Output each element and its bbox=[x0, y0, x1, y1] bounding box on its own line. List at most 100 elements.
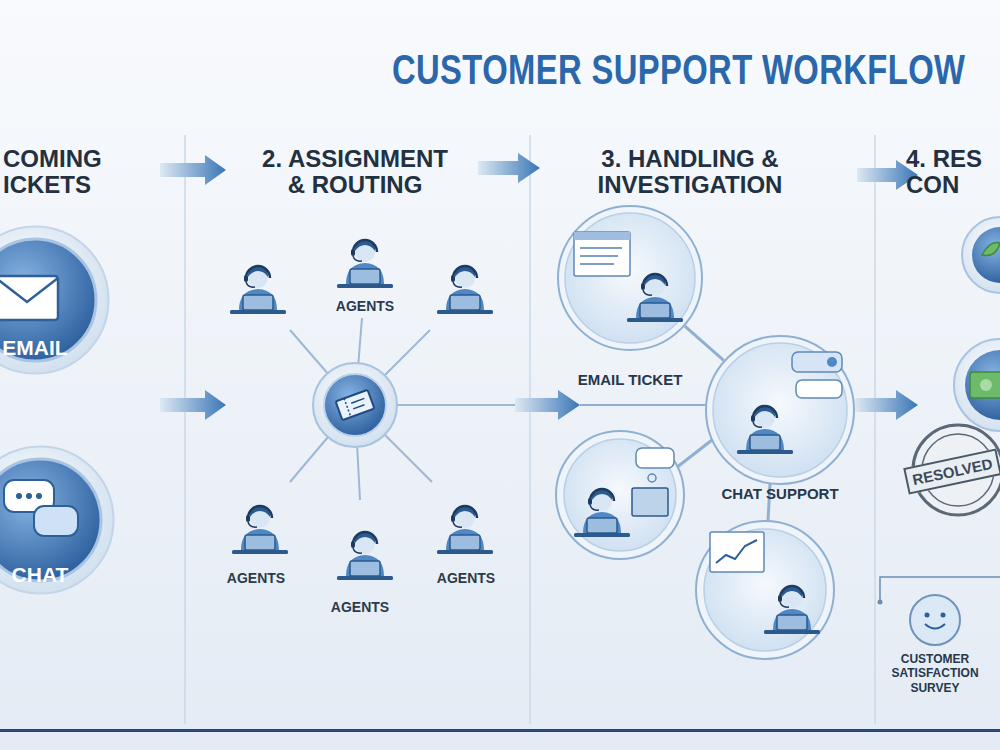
chart-line bbox=[716, 540, 757, 563]
agent-label: AGENTS bbox=[211, 569, 301, 587]
stamp-text: RESOLVED bbox=[903, 448, 1000, 494]
agent-label: AGENTS bbox=[320, 297, 410, 315]
scene-circle bbox=[556, 431, 684, 559]
routing-spokes bbox=[290, 318, 515, 500]
chat-dot bbox=[36, 493, 42, 499]
node-text-block: EMAIL bbox=[0, 335, 110, 360]
result-circle bbox=[954, 339, 1000, 431]
column-heading: COMING ICKETS bbox=[3, 146, 113, 198]
scene-inner bbox=[704, 529, 826, 651]
node-label: CHAT SUPPORT bbox=[705, 485, 855, 503]
node-label: EMAIL TICKET bbox=[557, 371, 703, 389]
ticket-perforation bbox=[344, 398, 351, 417]
survey-leader-dot bbox=[878, 600, 883, 605]
result-inner bbox=[972, 227, 1000, 283]
window-line bbox=[580, 247, 622, 249]
chat-bubble bbox=[796, 380, 842, 398]
outer-ring bbox=[706, 336, 854, 484]
agent-label: AGENTS bbox=[421, 569, 511, 587]
agent-icon bbox=[627, 274, 683, 322]
chat-bubble-icon bbox=[4, 480, 54, 512]
agent-label: AGENTS bbox=[315, 598, 405, 616]
window-line bbox=[580, 255, 618, 257]
column-heading: 3. HANDLING & INVESTIGATION bbox=[590, 146, 790, 198]
title-rule bbox=[392, 113, 968, 115]
flow-arrow bbox=[857, 160, 918, 190]
diagram-title: CUSTOMER SUPPORT WORKFLOW bbox=[392, 46, 965, 94]
gear-icon bbox=[648, 474, 656, 482]
result-inner bbox=[965, 350, 1000, 420]
node-label: EMAIL bbox=[0, 335, 110, 360]
node-text-block: CUSTOMER SATISFACTION SURVEY bbox=[880, 652, 990, 695]
flow-arrow bbox=[515, 390, 580, 420]
column-divider bbox=[529, 135, 531, 724]
node-label: CHAT bbox=[0, 562, 115, 587]
column-divider bbox=[184, 135, 186, 724]
chat-bubble bbox=[792, 352, 842, 372]
channel-circle: CHAT bbox=[0, 445, 115, 595]
hub-inner bbox=[324, 374, 386, 436]
flow-arrow bbox=[855, 390, 918, 420]
document-window bbox=[574, 232, 630, 276]
chat-dot bbox=[16, 493, 22, 499]
agent-icon bbox=[574, 489, 630, 537]
window-line bbox=[580, 263, 614, 265]
smiley-circle bbox=[910, 595, 960, 645]
stamp-ring bbox=[913, 425, 1000, 515]
node-outline bbox=[557, 205, 703, 395]
connector-line bbox=[685, 326, 724, 360]
chat-bubble-icon bbox=[34, 506, 78, 536]
flow-arrow bbox=[478, 153, 540, 183]
column-heading: 2. ASSIGNMENT & ROUTING bbox=[255, 146, 455, 198]
avatar-dot bbox=[827, 357, 837, 367]
flow-arrow bbox=[160, 155, 226, 185]
smiley-eye bbox=[925, 613, 930, 618]
result-circle bbox=[962, 217, 1000, 293]
payment-coin bbox=[980, 379, 992, 391]
node-text-block: CHAT bbox=[0, 562, 115, 587]
channel-circle: CHAT SUPPORT bbox=[705, 335, 855, 507]
stamp-ring bbox=[922, 434, 994, 506]
ticket-line bbox=[353, 405, 364, 409]
agent-icon bbox=[737, 406, 793, 454]
hub-circle bbox=[313, 363, 397, 447]
node-outline bbox=[705, 335, 855, 507]
channel-circle: EMAIL bbox=[0, 225, 110, 375]
chat-dot bbox=[26, 493, 32, 499]
chart-screen bbox=[710, 532, 764, 572]
node-text-block: CHAT SUPPORT bbox=[705, 485, 855, 503]
smiley-eye bbox=[941, 613, 946, 618]
column-divider bbox=[874, 135, 876, 724]
smiley-mouth bbox=[925, 624, 945, 629]
column-heading: 4. RES CON bbox=[906, 146, 1000, 198]
agent-icon bbox=[337, 532, 393, 580]
channel-circle: EMAIL TICKET bbox=[557, 205, 703, 395]
agent-icon bbox=[337, 240, 393, 288]
scene-inner bbox=[564, 439, 676, 551]
flow-arrow bbox=[160, 390, 226, 420]
frame-border bbox=[0, 729, 1000, 732]
survey-node: CUSTOMER SATISFACTION SURVEY bbox=[880, 594, 990, 706]
node-text-block: EMAIL TICKET bbox=[557, 371, 703, 389]
monitor-icon bbox=[632, 488, 668, 516]
ticket-icon bbox=[336, 390, 375, 420]
link-line bbox=[676, 440, 712, 468]
node-label: CUSTOMER SATISFACTION SURVEY bbox=[880, 652, 990, 695]
payment-icon bbox=[970, 372, 1000, 398]
envelope-icon bbox=[0, 276, 58, 320]
agent-icon bbox=[437, 506, 493, 554]
inner-disc bbox=[0, 459, 101, 581]
agent-icon bbox=[437, 266, 493, 314]
agent-icon bbox=[764, 586, 820, 634]
check-leaf-icon bbox=[982, 243, 1000, 256]
chat-bubble bbox=[636, 448, 674, 468]
inner-disc bbox=[713, 343, 847, 477]
agent-icon bbox=[230, 266, 286, 314]
inner-disc bbox=[565, 213, 695, 343]
